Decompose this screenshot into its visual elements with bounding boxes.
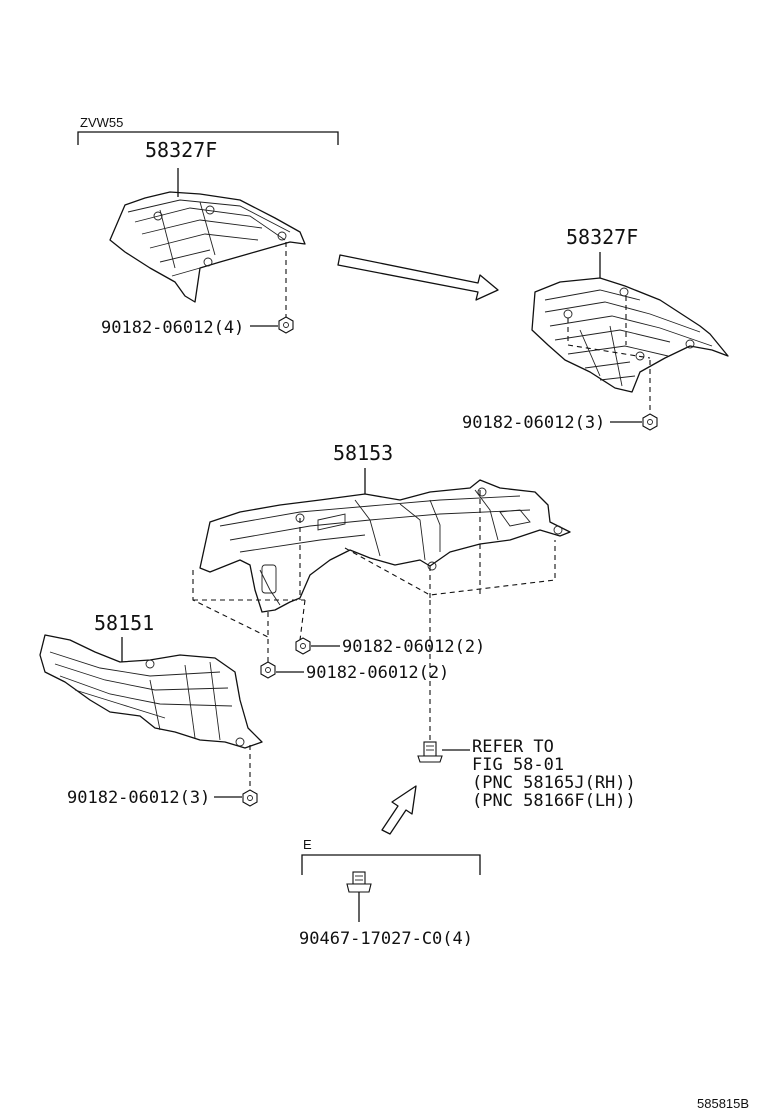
nut-icon — [278, 316, 294, 334]
variant-label: ZVW55 — [80, 115, 123, 130]
diagram-id: 585815B — [697, 1096, 749, 1111]
fastener-label-nut-center-b[interactable]: 90182-06012(2) — [306, 663, 449, 683]
fastener-label-nut-upper-zvw55[interactable]: 90182-06012(4) — [101, 318, 244, 338]
part-label-58327f[interactable]: 58327F — [566, 225, 638, 249]
nut-icon — [642, 413, 658, 431]
reference-line-2: FIG 58-01 — [472, 755, 564, 775]
part-label-58327f-zvw55[interactable]: 58327F — [145, 138, 217, 162]
reference-line-3: (PNC 58165J(RH)) — [472, 773, 636, 793]
e-group-bracket: E — [301, 837, 481, 875]
fastener-label-bolt-e[interactable]: 90467-17027-C0(4) — [299, 929, 473, 949]
reference-line-1: REFER TO — [472, 737, 554, 757]
direction-arrow-icon — [381, 785, 417, 835]
fastener-label-nut-upper[interactable]: 90182-06012(3) — [462, 413, 605, 433]
heat-insulator-zvw55[interactable] — [109, 191, 306, 303]
reference-note: REFER TO FIG 58-01 (PNC 58165J(RH)) (PNC… — [472, 737, 636, 811]
part-label-58151[interactable]: 58151 — [94, 611, 154, 635]
zvw55-group-bracket: ZVW55 — [77, 115, 339, 145]
fastener-label-nut-front[interactable]: 90182-06012(3) — [67, 788, 210, 808]
heat-insulator-upper[interactable] — [531, 277, 729, 393]
reference-line-4: (PNC 58166F(LH)) — [472, 791, 636, 811]
nut-icon — [242, 789, 258, 807]
front-insulator[interactable] — [39, 634, 263, 749]
group-e-label: E — [303, 837, 312, 852]
center-insulator[interactable] — [199, 479, 571, 613]
bolt-icon — [346, 871, 372, 893]
nut-icon — [295, 637, 311, 655]
bolt-icon — [417, 741, 443, 763]
direction-arrow-icon — [337, 254, 499, 301]
fastener-label-nut-center-a[interactable]: 90182-06012(2) — [342, 637, 485, 657]
nut-icon — [260, 661, 276, 679]
part-label-58153[interactable]: 58153 — [333, 441, 393, 465]
